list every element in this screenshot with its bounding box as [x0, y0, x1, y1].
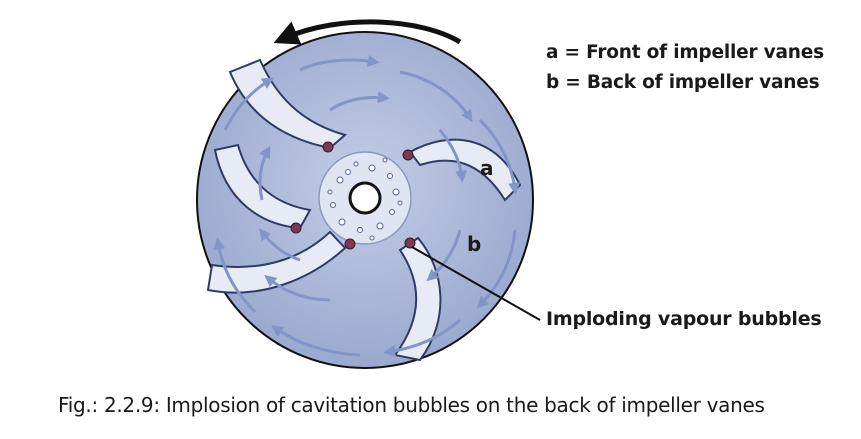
imploding-bubble [402, 149, 414, 161]
flow-arrow [259, 228, 301, 262]
callout-leader-line [411, 246, 541, 321]
imploding-bubble [290, 222, 302, 234]
flow-arrow [383, 318, 462, 357]
flow-arrow [213, 237, 257, 314]
flow-arrow [264, 274, 331, 302]
flow-arrow [258, 145, 271, 201]
callout-label: Imploding vapour bubbles [546, 308, 822, 330]
flow-arrow [426, 229, 462, 282]
impeller-eye [348, 181, 382, 215]
impeller-vanes [206, 58, 522, 362]
vane-5 [213, 143, 312, 230]
flow-arrow [299, 54, 380, 72]
label-a: a [480, 156, 494, 180]
vane-4 [206, 230, 347, 294]
flow-arrows [213, 54, 521, 357]
figure-caption: Fig.: 2.2.9: Implosion of cavitation bub… [58, 393, 765, 417]
imploding-bubbles [290, 141, 416, 250]
legend-a: a = Front of impeller vanes [546, 42, 824, 63]
imploding-bubble [404, 237, 416, 249]
flow-arrow [399, 70, 473, 123]
legend-b: b = Back of impeller vanes [546, 72, 820, 93]
rotation-arrow [273, 19, 462, 45]
imploding-bubble [344, 238, 356, 250]
flow-arrow [329, 91, 390, 112]
flow-arrow [438, 129, 468, 183]
flow-arrow [476, 229, 517, 309]
label-b: b [467, 232, 482, 256]
imploding-bubble [322, 141, 334, 153]
flow-arrow [223, 77, 275, 131]
hub-bubbles [327, 157, 403, 241]
flow-arrow [478, 118, 521, 195]
vane-1 [228, 58, 348, 150]
flow-arrow [271, 325, 361, 357]
